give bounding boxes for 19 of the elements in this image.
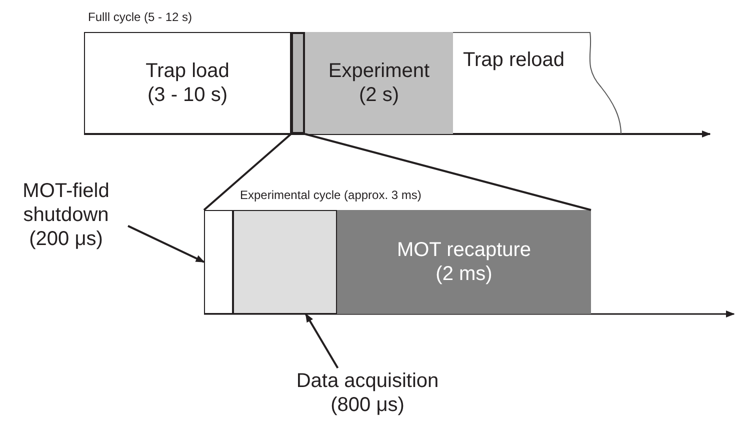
zoom-line [304,133,592,211]
phase-box [453,32,623,134]
phase-box [84,32,291,134]
phase-box [204,210,233,314]
phase-label: MOT recapture (2 ms) [396,238,532,286]
phase-box [305,32,453,134]
zoom-line [203,133,292,211]
phase-label: Experiment (2 s) [327,59,431,107]
timeline-caption: Fulll cycle (5 - 12 s) [88,10,192,24]
timeline-caption: Experimental cycle (approx. 3 ms) [240,188,422,202]
annotation-text: Data acquisition (800 μs) [295,369,440,417]
annotation-text: MOT-field shutdown (200 μs) [22,179,110,251]
phase-box [233,210,337,314]
phase-label: Trap reload [463,48,565,72]
arrow [304,313,339,368]
phase-box [337,210,591,314]
arrow [128,225,205,263]
interval-bar [291,32,305,134]
phase-label: Trap load (3 - 10 s) [144,59,230,107]
